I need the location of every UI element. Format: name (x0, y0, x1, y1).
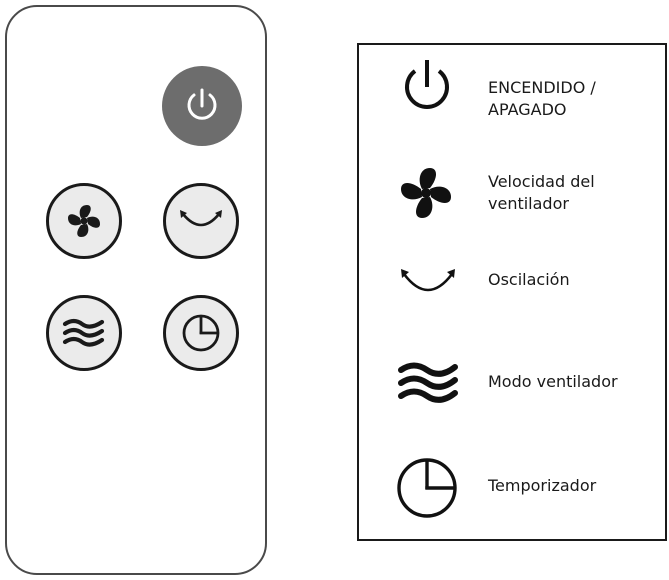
legend-box: ENCENDIDO / APAGADO Velocidad del ventil… (357, 43, 667, 541)
power-icon (187, 88, 217, 120)
timer-icon (397, 458, 457, 518)
legend-label-timer: Temporizador (488, 476, 597, 495)
timer-button[interactable] (163, 295, 239, 371)
legend-label-power: ENCENDIDO / APAGADO (488, 78, 596, 119)
fan-mode-button[interactable] (46, 295, 122, 371)
legend-label-oscillation: Oscilación (488, 270, 570, 289)
legend-label-fan-mode: Modo ventilador (488, 372, 618, 391)
oscillation-icon (180, 210, 222, 227)
fan-mode-icon (62, 318, 105, 347)
timer-icon (182, 314, 220, 352)
remote-control (5, 5, 267, 575)
power-button[interactable] (162, 66, 242, 146)
fan-mode-icon (398, 362, 458, 403)
fan-icon (401, 168, 451, 218)
fan-icon (68, 205, 100, 237)
fan-speed-button[interactable] (46, 183, 122, 259)
oscillation-button[interactable] (163, 183, 239, 259)
oscillation-icon (401, 269, 455, 292)
legend-label-fan-speed: Velocidad del ventilador (488, 172, 595, 213)
power-icon (405, 60, 449, 109)
